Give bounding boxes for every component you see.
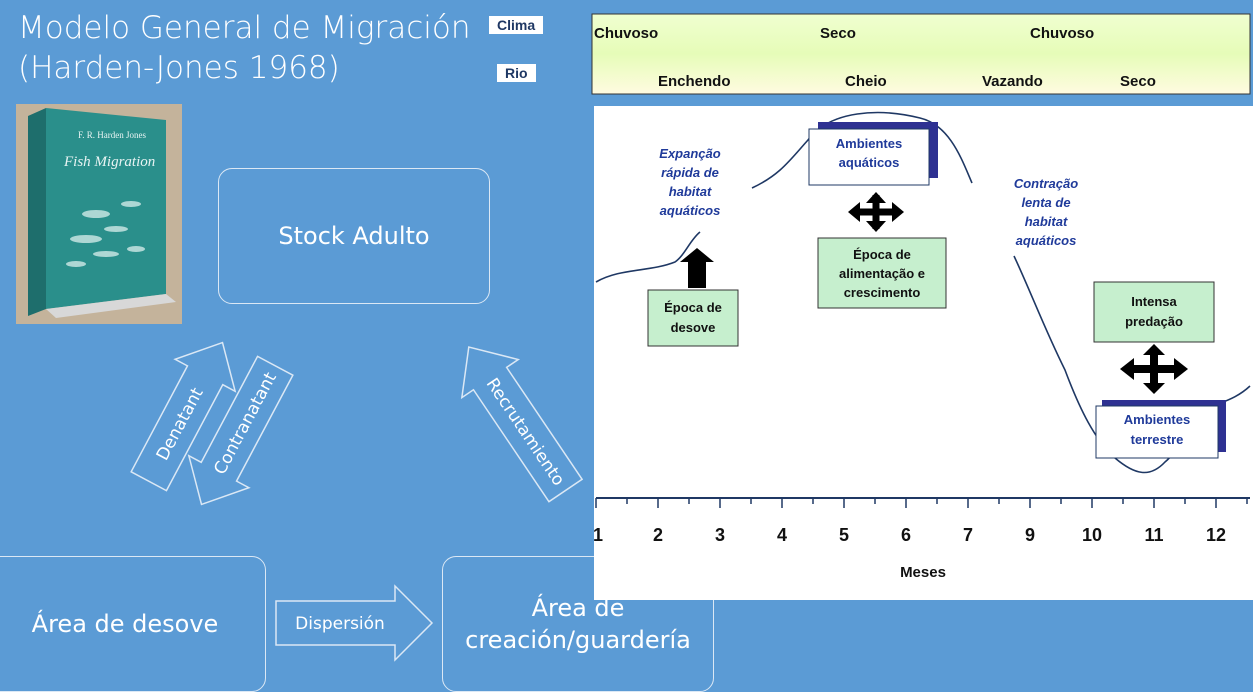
rio-label-2: Cheio xyxy=(845,73,887,90)
x-tick-label: 9 xyxy=(1025,525,1035,545)
expancao-line1: Expanção xyxy=(659,146,720,161)
area-creacion-box: Área de creación/guardería xyxy=(442,556,714,692)
stock-adulto-box: Stock Adulto xyxy=(218,168,490,304)
move-arrows-icon xyxy=(848,192,904,232)
x-tick-label: 11 xyxy=(1144,525,1163,545)
x-tick-label: 4 xyxy=(777,525,787,545)
recrutamiento-label: Recrutamiento xyxy=(482,375,569,490)
x-tick-label: 12 xyxy=(1206,525,1226,545)
alimentacao-line3: crescimento xyxy=(844,285,921,300)
desove-line1: Época de xyxy=(664,300,722,315)
area-desove-label: Área de desove xyxy=(31,610,219,638)
x-tick-label: 5 xyxy=(839,525,849,545)
x-tick-label: 6 xyxy=(901,525,911,545)
x-tick-label: 3 xyxy=(715,525,725,545)
ambientes-terrestre-box xyxy=(1095,405,1219,459)
clima-label-3: Chuvoso xyxy=(1030,25,1094,42)
contracao-line4: aquáticos xyxy=(1016,233,1077,248)
x-tick-label: 7 xyxy=(963,525,973,545)
expancao-line3: habitat xyxy=(669,184,712,199)
clima-tag-label: Clima xyxy=(497,17,536,33)
ambientes-terrestre-line1: Ambientes xyxy=(1124,412,1190,427)
contracao-line2: lenta de xyxy=(1021,195,1070,210)
move-arrows-lower-icon xyxy=(1120,344,1188,394)
expancao-line2: rápida de xyxy=(661,165,719,180)
rio-label-1: Enchendo xyxy=(658,73,731,90)
expancao-line4: aquáticos xyxy=(660,203,721,218)
ambientes-aquaticos-line2: aquáticos xyxy=(839,155,900,170)
predacao-line2: predação xyxy=(1125,314,1183,329)
contracao-line1: Contração xyxy=(1014,176,1078,191)
predacao-box xyxy=(1093,281,1215,343)
expancao-text: Expanção rápida de habitat aquáticos xyxy=(659,146,720,218)
rio-tag: Rio xyxy=(497,64,536,82)
alimentacao-box xyxy=(817,237,947,309)
page-title: Modelo General de Migración (Harden-Jone… xyxy=(18,8,471,88)
contranatant-arrow: Contranatant xyxy=(187,355,294,506)
denatant-arrow: Denatant xyxy=(130,341,237,492)
ambientes-terrestre-line2: terrestre xyxy=(1131,432,1184,447)
rio-labels: Enchendo Cheio Vazando Seco xyxy=(658,73,1156,90)
x-tick-label: 1 xyxy=(593,525,603,545)
area-creacion-line2: creación/guardería xyxy=(465,626,691,654)
book-name: Fish Migration xyxy=(63,154,155,170)
alimentacao-line2: alimentação e xyxy=(839,266,925,281)
x-tick-label: 2 xyxy=(653,525,663,545)
water-curve-peak xyxy=(751,111,973,189)
clima-label-1: Chuvoso xyxy=(594,25,658,42)
rio-tag-label: Rio xyxy=(505,65,528,81)
x-tick-label: 10 xyxy=(1082,525,1102,545)
denatant-label: Denatant xyxy=(153,384,208,464)
title-line-1: Modelo General de Migración xyxy=(18,10,471,46)
ambientes-aquaticos-box xyxy=(808,128,930,186)
season-band xyxy=(591,13,1251,95)
desove-box xyxy=(647,289,739,347)
dispersion-arrow: Dispersión xyxy=(275,584,434,662)
contranatant-label: Contranatant xyxy=(210,369,281,478)
book-cover-image: F. R. Harden Jones Fish Migration xyxy=(16,104,182,324)
book-author: F. R. Harden Jones xyxy=(78,130,147,140)
dispersion-label: Dispersión xyxy=(295,614,385,634)
rio-label-3: Vazando xyxy=(982,73,1043,90)
rio-label-4: Seco xyxy=(1120,73,1156,90)
stock-adulto-label: Stock Adulto xyxy=(278,222,430,250)
water-curve-rise xyxy=(595,231,701,283)
x-axis-label: Meses xyxy=(900,564,946,581)
clima-tag: Clima xyxy=(489,16,544,34)
desove-line2: desove xyxy=(671,320,716,335)
migration-chart: Chuvoso Seco Chuvoso Enchendo Cheio Vaza… xyxy=(591,13,1253,600)
contracao-text: Contração lenta de habitat aquáticos xyxy=(1014,176,1078,248)
clima-label-2: Seco xyxy=(820,25,856,42)
contracao-line3: habitat xyxy=(1025,214,1068,229)
plot-area xyxy=(594,106,1253,600)
up-arrow-icon xyxy=(680,248,714,288)
ambientes-aquaticos-line1: Ambientes xyxy=(836,136,902,151)
predacao-line1: Intensa xyxy=(1131,294,1177,309)
alimentacao-line1: Época de xyxy=(853,247,911,262)
recrutamiento-arrow: Recrutamiento xyxy=(460,346,584,503)
area-desove-box: Área de desove xyxy=(0,556,266,692)
title-line-2: (Harden-Jones 1968) xyxy=(18,50,340,86)
clima-labels: Chuvoso Seco Chuvoso xyxy=(594,25,1094,42)
